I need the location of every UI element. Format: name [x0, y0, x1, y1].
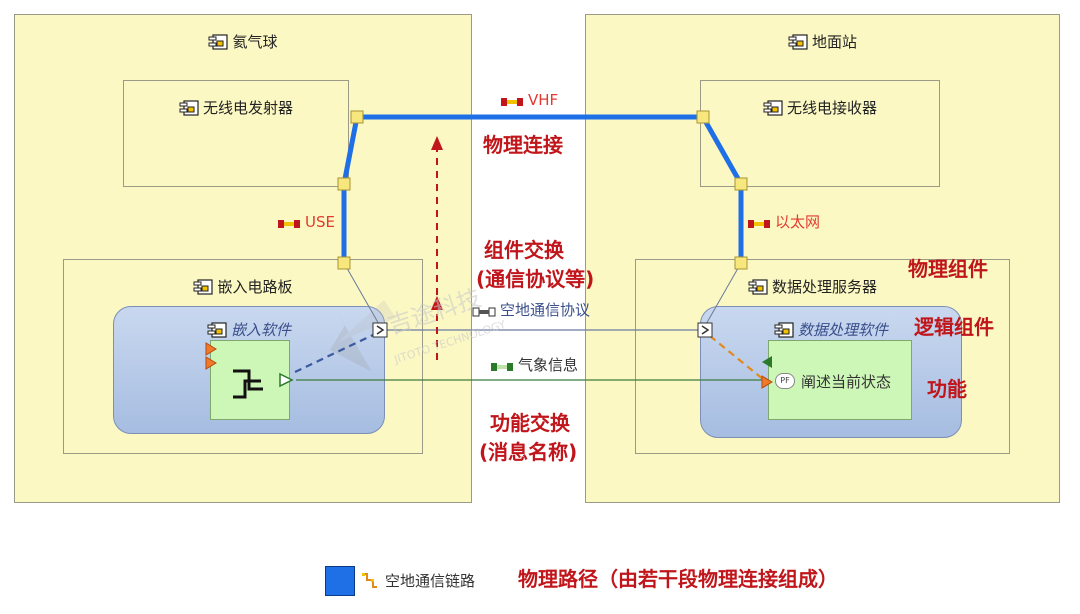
function-symbol-icon: [233, 369, 263, 399]
weather-exchange-label[interactable]: 气象信息: [490, 356, 578, 377]
annotation-component-exchange: 组件交换: [484, 238, 564, 262]
use-link-label[interactable]: USE: [277, 213, 335, 234]
annotation-physical-component: 物理组件: [908, 257, 988, 281]
component-exchange-icon: [472, 304, 496, 322]
embedded-software-title: 嵌入软件: [230, 321, 291, 339]
radio-receiver-title: 无线电接收器: [786, 99, 877, 117]
physical-link-icon: [747, 216, 771, 234]
component-icon: [193, 279, 214, 299]
logical-component-icon: [774, 322, 794, 342]
radio-receiver-node[interactable]: 无线电接收器: [700, 80, 940, 187]
physical-link-icon: [500, 94, 524, 112]
describe-state-label: 阐述当前状态: [801, 373, 892, 391]
balloon-title: 氦气球: [232, 33, 278, 51]
physical-link-icon: [277, 216, 301, 234]
function-badge-icon: PF: [775, 373, 795, 389]
logical-component-icon: [207, 322, 227, 342]
annotation-component-exchange-sub: (通信协议等): [476, 267, 595, 291]
path-icon: [361, 572, 379, 594]
annotation-function-exchange: 功能交换: [490, 411, 570, 435]
radio-transmitter-title: 无线电发射器: [202, 99, 293, 117]
describe-state-function[interactable]: PF 阐述当前状态: [768, 340, 912, 420]
annotation-function-exchange-sub: (消息名称): [479, 440, 578, 464]
legend-item-label: 空地通信链路: [385, 572, 476, 590]
component-icon: [179, 100, 199, 120]
data-software-node[interactable]: 数据处理软件: [700, 306, 962, 438]
ethernet-link-label[interactable]: 以太网: [747, 213, 820, 234]
watermark-logo-icon: [330, 300, 396, 372]
component-icon: [748, 279, 768, 299]
component-icon: [788, 34, 808, 54]
annotation-physical-link: 物理连接: [483, 133, 563, 157]
vhf-link-label[interactable]: VHF: [500, 91, 558, 112]
legend-swatch: [325, 566, 355, 596]
embedded-function-box[interactable]: [210, 340, 290, 420]
embedded-board-title: 嵌入电路板: [217, 278, 293, 296]
legend-description: 物理路径（由若干段物理连接组成）: [518, 567, 838, 591]
component-icon: [763, 100, 783, 120]
radio-transmitter-node[interactable]: 无线电发射器: [123, 80, 349, 187]
data-server-title: 数据处理服务器: [771, 278, 877, 296]
component-icon: [208, 34, 229, 54]
function-exchange-icon: [490, 359, 514, 377]
data-software-title: 数据处理软件: [797, 321, 888, 339]
protocol-exchange-label[interactable]: 空地通信协议: [472, 301, 590, 322]
annotation-function: 功能: [927, 377, 967, 401]
annotation-logical-component: 逻辑组件: [914, 315, 994, 339]
ground-station-title: 地面站: [811, 33, 857, 51]
